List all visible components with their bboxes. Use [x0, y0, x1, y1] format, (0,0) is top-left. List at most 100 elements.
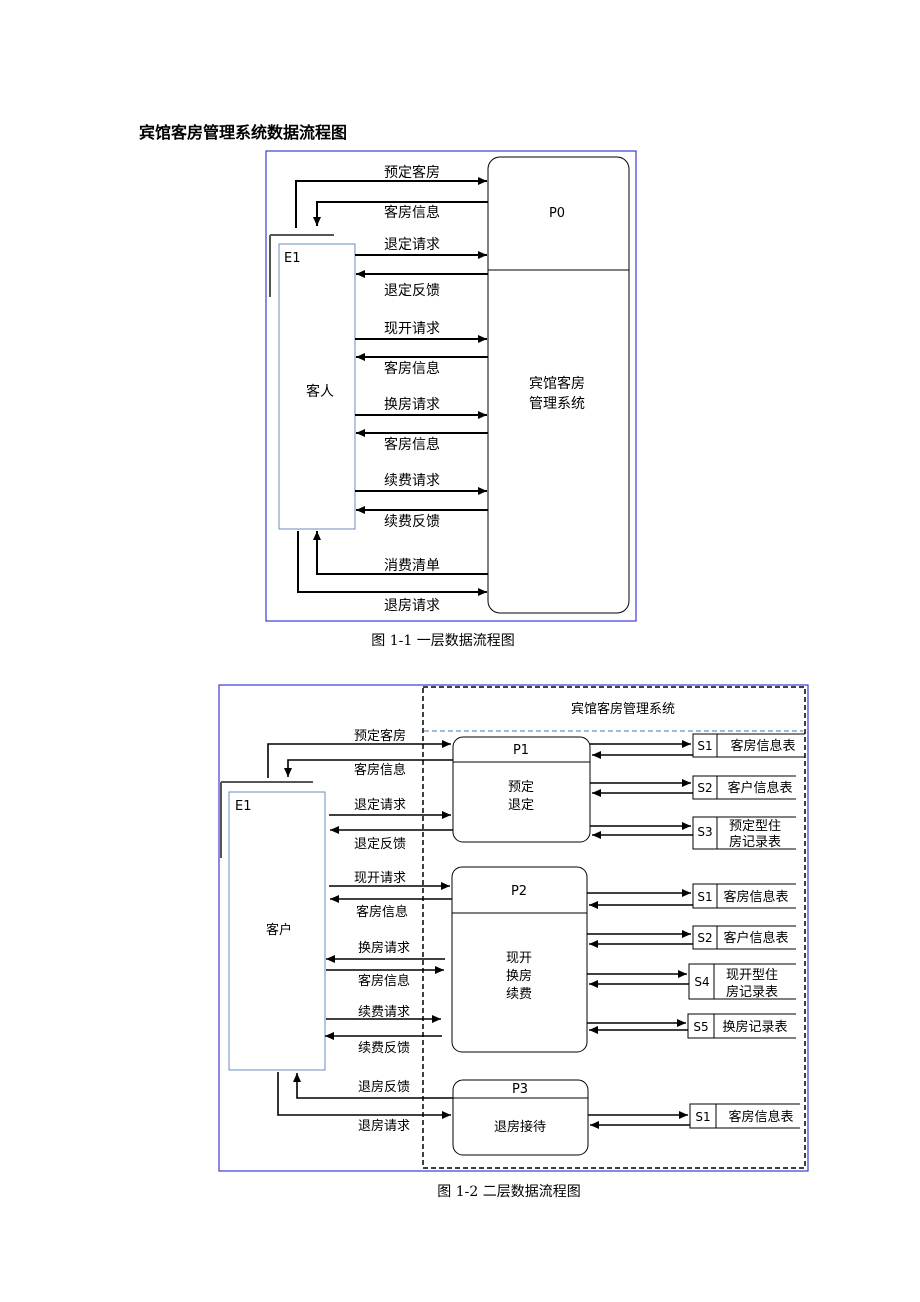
process-id: P2	[511, 884, 527, 899]
system-label: 宾馆客房管理系统	[571, 701, 675, 717]
data-store-s5: S5 换房记录表	[687, 1013, 796, 1039]
diagram2-caption: 图 1-2 二层数据流程图	[437, 1184, 580, 1200]
store-outline	[692, 816, 796, 850]
external-entity-e1: E1 客户	[220, 781, 326, 1071]
flow-arrow	[313, 201, 488, 226]
diagram2-store-flows	[587, 740, 693, 1129]
entity-id: E1	[235, 799, 252, 814]
store-outline	[687, 1013, 796, 1039]
process-p0: P0 宾馆客房 管理系统	[487, 156, 630, 614]
flow-label: 换房请求	[384, 396, 440, 413]
flow-label: 客房信息	[354, 762, 406, 778]
data-store-s4: S4 现开型住 房记录表	[688, 963, 796, 1000]
diagram2-frame	[218, 684, 809, 1172]
flow-label: 客房信息	[358, 973, 410, 989]
data-store-s1: S1 客房信息表	[689, 1103, 800, 1129]
process-id: P1	[513, 743, 529, 758]
entity-name: 客人	[306, 383, 334, 400]
flow-label: 预定客房	[384, 164, 440, 181]
flow-label: 客房信息	[384, 436, 440, 453]
process-name-line: 换房	[506, 968, 532, 984]
store-outline	[692, 883, 796, 909]
flow-label: 客房信息	[384, 360, 440, 377]
flow-label: 退定反馈	[384, 283, 440, 299]
flow-label: 现开请求	[354, 871, 406, 886]
process-name-line: 退房接待	[494, 1119, 546, 1135]
flow-label: 退定请求	[384, 237, 440, 253]
flow-arrow	[295, 177, 487, 228]
flow-arrow	[313, 531, 488, 575]
entity-box	[228, 791, 326, 1071]
flow-label: 续费反馈	[358, 1041, 410, 1056]
process-p1: P1 预定 退定	[452, 736, 591, 843]
flow-label: 消费清单	[384, 558, 440, 574]
diagram1-frame	[265, 150, 637, 622]
flow-label: 续费请求	[384, 472, 440, 489]
diagram2-entity-flows	[267, 740, 453, 1119]
diagram1-flow-labels: 预定客房 客房信息 退定请求 退定反馈 现开请求 客房信息 换房请求 客房信息 …	[384, 164, 440, 614]
process-name-line: 退定	[508, 798, 534, 813]
process-box	[487, 156, 630, 614]
process-name-line1: 宾馆客房	[529, 375, 585, 392]
flow-label: 续费反馈	[384, 513, 440, 530]
flow-label: 退房请求	[384, 598, 440, 614]
process-box	[452, 736, 591, 843]
process-p2: P2 现开 换房 续费	[451, 866, 588, 1053]
store-id: S2	[697, 781, 712, 795]
store-outline	[688, 963, 796, 1000]
process-p3: P3 退房接待	[452, 1079, 589, 1156]
flow-label: 预定客房	[354, 728, 406, 744]
data-store-s2: S2 客户信息表	[692, 775, 796, 800]
store-name-line: 房记录表	[726, 984, 778, 1000]
entity-id: E1	[284, 251, 301, 266]
process-id: P3	[512, 1082, 528, 1097]
diagram-level-2: 宾馆客房管理系统 E1 客户 P1 预定 退定 P2 现开 换房 续费	[218, 684, 809, 1200]
external-entity-e1: E1 客人	[269, 234, 356, 530]
store-id: S4	[694, 975, 709, 989]
store-outline	[692, 925, 796, 950]
process-id: P0	[549, 206, 565, 221]
store-name: 客房信息表	[723, 889, 788, 905]
store-outline	[692, 775, 796, 800]
flow-label: 现开请求	[384, 321, 440, 337]
store-name: 换房记录表	[722, 1019, 787, 1035]
entity-box	[278, 243, 356, 530]
store-name: 客户信息表	[723, 930, 788, 946]
flow-label: 客房信息	[384, 204, 440, 221]
flow-arrow	[277, 1072, 451, 1119]
store-id: S1	[697, 890, 712, 904]
diagram1-caption: 图 1-1 一层数据流程图	[371, 633, 514, 649]
flow-label: 客房信息	[356, 904, 408, 920]
store-name: 客房信息表	[728, 1109, 793, 1125]
process-name-line: 预定	[508, 780, 534, 795]
flow-label: 续费请求	[358, 1005, 410, 1020]
store-id: S2	[697, 931, 712, 945]
store-id: S3	[697, 825, 712, 839]
process-name-line: 现开	[506, 951, 532, 966]
flow-label: 换房请求	[358, 940, 410, 956]
flow-arrow	[267, 740, 451, 778]
data-store-s2: S2 客户信息表	[692, 925, 796, 950]
diagram1-flows	[295, 177, 488, 596]
flow-arrow	[284, 759, 453, 777]
store-id: S1	[695, 1110, 710, 1124]
store-name: 客户信息表	[727, 780, 792, 796]
store-outline	[689, 1103, 800, 1129]
diagram2-flow-labels: 预定客房 客房信息 退定请求 退定反馈 现开请求 客房信息 换房请求 客房信息 …	[354, 728, 410, 1134]
flow-label: 退房反馈	[358, 1079, 410, 1095]
entity-name: 客户	[266, 922, 292, 938]
data-store-s3: S3 预定型住 房记录表	[692, 816, 796, 850]
store-name-line: 预定型住	[729, 819, 781, 834]
data-store-s1: S1 客房信息表	[692, 733, 805, 758]
flow-label: 退定反馈	[354, 837, 406, 852]
process-name-line2: 管理系统	[529, 396, 585, 412]
flow-label: 退房请求	[358, 1118, 410, 1134]
page-title: 宾馆客房管理系统数据流程图	[139, 123, 347, 142]
store-name-line: 现开型住	[726, 968, 778, 983]
diagram-level-1: E1 客人 P0 宾馆客房 管理系统 预定客房	[265, 150, 637, 649]
flow-arrow	[297, 531, 487, 596]
flow-arrow	[293, 1073, 453, 1099]
store-id: S5	[693, 1020, 708, 1034]
store-name: 客房信息表	[730, 738, 795, 754]
